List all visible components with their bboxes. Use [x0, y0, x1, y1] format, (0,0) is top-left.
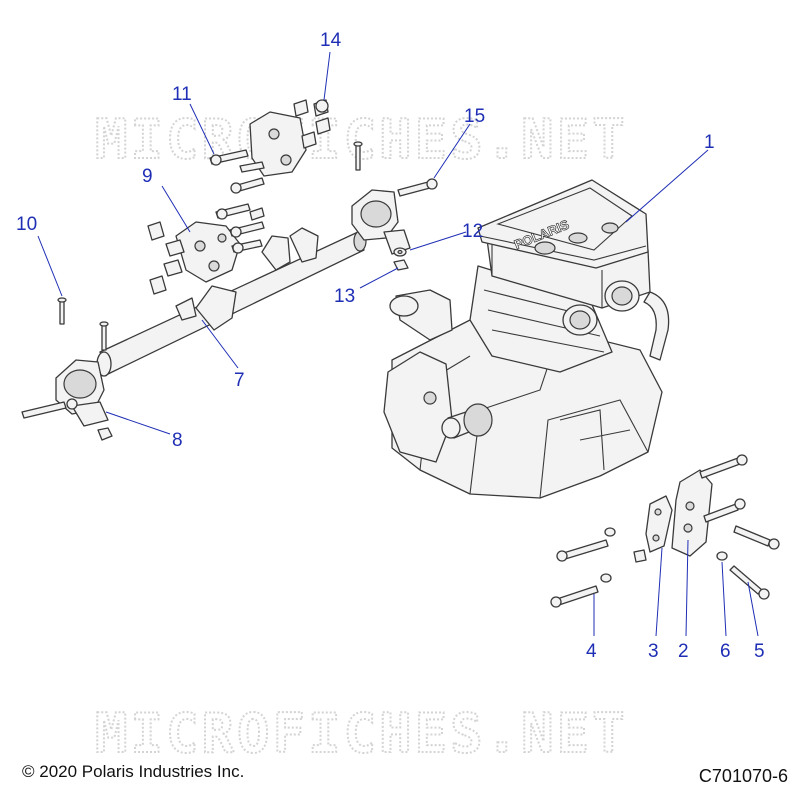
- drawing-number: C701070-6: [698, 766, 788, 786]
- callout-13: 13: [334, 286, 355, 307]
- engine-mount-right: [351, 178, 438, 255]
- engine-mount-tube: [96, 227, 367, 377]
- callout-14: 14: [320, 30, 342, 51]
- callout-15: 15: [464, 106, 485, 127]
- engine-assembly: POLARIS: [383, 179, 670, 499]
- callout-3: 3: [648, 641, 659, 662]
- copyright-notice: © 2020 Polaris Industries Inc.: [22, 762, 245, 781]
- callout-10: 10: [16, 214, 37, 235]
- watermark-top: MICROFICHES.NET: [95, 108, 628, 171]
- callout-9: 9: [142, 166, 153, 187]
- callout-11: 11: [172, 84, 192, 105]
- bolt-cluster-upper: [209, 149, 265, 254]
- callout-4: 4: [586, 641, 597, 662]
- callout-6: 6: [720, 641, 731, 662]
- leader-lines: [37, 51, 759, 637]
- mount-bracket-lower-right: [550, 454, 780, 608]
- bracket-left: [147, 221, 241, 295]
- washer-nut-12-13: [393, 247, 409, 271]
- bracket-upper: [249, 99, 331, 177]
- watermark-bottom: MICROFICHES.NET: [95, 702, 628, 765]
- callout-12: 12: [462, 221, 483, 242]
- callout-numbers: 1 2 3 4 5 6 7 8 9 10 11 12 13 14 15: [16, 30, 765, 662]
- callout-7: 7: [234, 370, 245, 391]
- vertical-bolts: [57, 141, 363, 351]
- engine-mount-left: [21, 359, 113, 441]
- callout-2: 2: [678, 641, 689, 662]
- callout-1: 1: [704, 132, 715, 153]
- callout-5: 5: [754, 641, 765, 662]
- callout-8: 8: [172, 430, 183, 451]
